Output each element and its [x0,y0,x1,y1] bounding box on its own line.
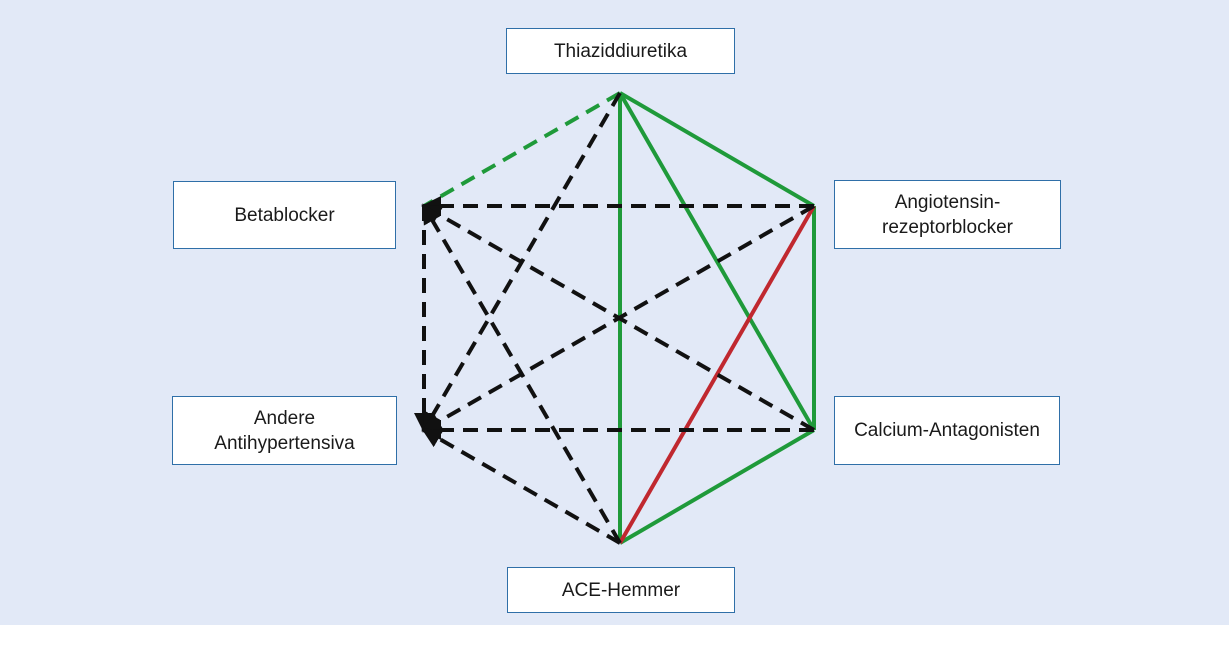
node-label: ACE-Hemmer [561,579,681,601]
edge-arb-andere [421,204,815,432]
edge-calcium-ace [618,428,816,545]
diagram-panel: Thiaziddiuretika Betablocker Angiotensin… [0,0,1229,625]
node-andere-antihypertensiva: Andere Antihypertensiva [172,396,397,465]
edge-thiazid-andere [422,91,622,433]
node-label-line-1: Angiotensin- [894,191,1001,213]
node-label-line-2: rezeptorblocker [882,216,1013,238]
node-calcium-antagonisten: Calcium-Antagonisten [834,396,1060,465]
edge-thiazid-calcium [618,92,816,431]
node-ace-hemmer: ACE-Hemmer [507,567,735,613]
node-label-line-1: Andere [253,407,316,429]
edge-ace-andere [421,428,621,545]
edge-thiazid-arb [618,91,816,208]
node-label: Calcium-Antagonisten [854,420,1040,441]
node-betablocker: Betablocker [173,181,396,249]
node-label: Thiaziddiuretika [553,40,688,62]
node-label: Betablocker [234,204,335,226]
node-angiotensinrezeptorblocker: Angiotensin- rezeptorblocker [834,180,1061,249]
node-thiaziddiuretika: Thiaziddiuretika [506,28,735,74]
edge-thiazid-beta [423,91,621,208]
edge-arb-ace [618,205,816,544]
node-label-line-2: Antihypertensiva [214,432,355,454]
